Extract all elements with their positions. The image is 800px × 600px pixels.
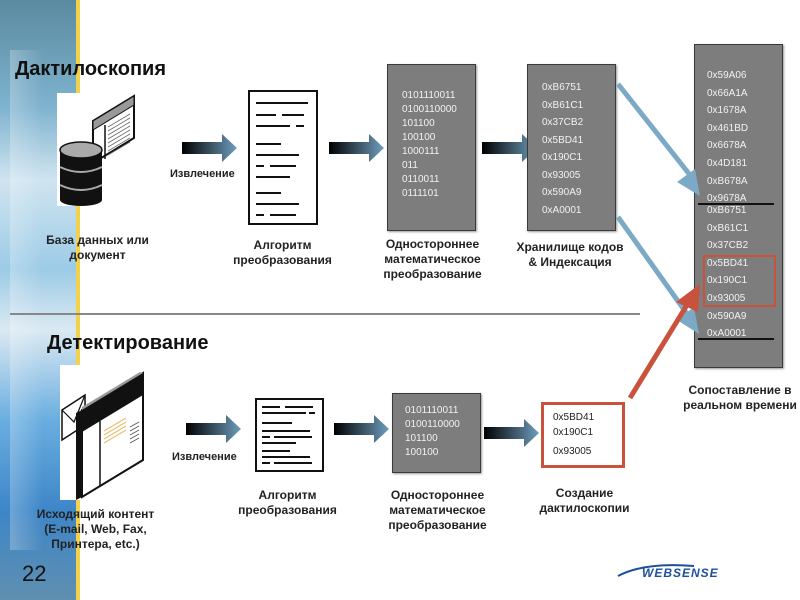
match-divider	[698, 203, 774, 205]
arrow-right-icon	[329, 133, 384, 163]
outbound-content-icon	[60, 365, 145, 500]
caption-algorithm: Алгоритм преобразования	[233, 238, 332, 267]
storage-code: 0x37CB2	[542, 117, 584, 128]
storage-codes: 0xB6751 0xB61C1 0x37CB2 0x5BD41 0x190C1 …	[542, 79, 583, 219]
storage-code: 0x5BD41	[542, 134, 584, 146]
fingerprint-code: 0x5BD41	[553, 412, 595, 423]
hash-value: 0111101	[402, 188, 439, 199]
caption-storage: Хранилище кодов & Индексация	[516, 240, 624, 269]
match-code: 0x190C1	[707, 275, 748, 287]
match-code: 0xB678A	[707, 175, 748, 187]
match-code: 0x1678A	[707, 105, 747, 117]
arrow-right-icon	[186, 414, 241, 444]
match-code: 0xB61C1	[707, 222, 749, 234]
label-extraction: Извлечение	[172, 451, 237, 463]
caption-hash: Одностороннее математическое преобразова…	[388, 488, 487, 532]
storage-code: 0x590A9	[542, 187, 582, 198]
hash-value: 101100	[402, 118, 435, 129]
match-code: 0x590A9	[707, 310, 747, 322]
hash-value: 0101110011	[402, 90, 456, 101]
label-extraction: Извлечение	[170, 168, 235, 180]
caption-hash: Одностороннее математическое преобразова…	[383, 237, 482, 281]
arrow-right-icon	[334, 414, 389, 444]
blue-arrow-upper	[616, 82, 700, 196]
hash-value: 0101110011	[405, 405, 459, 416]
storage-code: 0x190C1	[542, 152, 583, 163]
hash-values: 0101110011 0100110000 101100 100100 1000…	[402, 89, 457, 201]
storage-code: 0x93005	[542, 169, 581, 181]
arrow-right-icon	[484, 418, 539, 448]
match-code: 0x6678A	[707, 140, 747, 152]
match-code: 0x37CB2	[707, 240, 749, 252]
storage-code: 0xB61C1	[542, 99, 584, 111]
hash-value: 0110011	[402, 174, 440, 185]
algorithm-document-icon	[255, 398, 324, 472]
arrow-right-icon	[182, 133, 237, 163]
database-document-icon	[57, 93, 137, 206]
hash-value: 0100110000	[402, 104, 457, 115]
matching-box: 0x59A06 0x66A1A 0x1678A 0x461BD 0x6678A …	[694, 44, 783, 368]
caption-outbound-content: Исходящий контент (E-mail, Web, Fax, При…	[36, 507, 155, 551]
match-code: 0x9678A	[707, 193, 747, 205]
hash-value: 100100	[402, 132, 436, 143]
section-title-fingerprinting: Дактилоскопия	[15, 58, 166, 80]
websense-logo: WEBSENSE	[614, 562, 774, 584]
caption-database: База данных или документ	[46, 233, 149, 262]
algorithm-document-icon	[248, 90, 318, 225]
storage-box: 0xB6751 0xB61C1 0x37CB2 0x5BD41 0x190C1 …	[527, 64, 616, 231]
red-arrow-match	[627, 284, 700, 400]
caption-matching: Сопоставление в реальном времени	[683, 383, 797, 412]
match-code: 0x5BD41	[707, 257, 749, 269]
match-code: 0x59A06	[707, 70, 747, 81]
match-code: 0x66A1A	[707, 87, 748, 99]
hash-value: 0100110000	[405, 419, 460, 430]
fingerprint-codes: 0x5BD41 0x190C1 0x93005	[553, 410, 594, 459]
section-title-detection: Детектирование	[47, 332, 209, 354]
hash-value: 100100	[405, 447, 439, 458]
hash-box: 0101110011 0100110000 101100 100100 1000…	[387, 64, 476, 231]
storage-code: 0xA0001	[542, 204, 582, 216]
match-code: 0x4D181	[707, 157, 748, 169]
logo-text: WEBSENSE	[642, 566, 719, 580]
match-divider	[698, 338, 774, 340]
match-highlight	[703, 255, 776, 307]
storage-code: 0xB6751	[542, 82, 582, 93]
fingerprint-code: 0x190C1	[553, 427, 594, 438]
arrow-right-icon	[482, 133, 537, 163]
caption-fingerprint: Создание дактилоскопии	[539, 486, 630, 515]
blue-arrow-lower	[615, 215, 699, 334]
hash-value: 011	[402, 160, 418, 171]
caption-algorithm: Алгоритм преобразования	[238, 488, 337, 517]
fingerprint-box: 0x5BD41 0x190C1 0x93005	[541, 402, 625, 468]
matching-codes-lower: 0xB6751 0xB61C1 0x37CB2 0x5BD41 0x190C1 …	[707, 202, 748, 343]
section-divider	[10, 313, 640, 315]
accent-stripe	[76, 0, 80, 600]
hash-values: 0101110011 0100110000 101100 100100	[405, 404, 460, 460]
fingerprint-code: 0x93005	[553, 446, 592, 457]
hash-value: 1000111	[402, 146, 440, 157]
matching-codes-upper: 0x59A06 0x66A1A 0x1678A 0x461BD 0x6678A …	[707, 67, 748, 208]
match-code: 0x461BD	[707, 122, 749, 134]
match-code: 0xB6751	[707, 205, 747, 216]
hash-value: 101100	[405, 433, 438, 444]
hash-box: 0101110011 0100110000 101100 100100	[392, 393, 481, 473]
match-code: 0xA0001	[707, 328, 747, 340]
slide-number: 22	[22, 561, 47, 586]
match-code: 0x93005	[707, 292, 746, 304]
